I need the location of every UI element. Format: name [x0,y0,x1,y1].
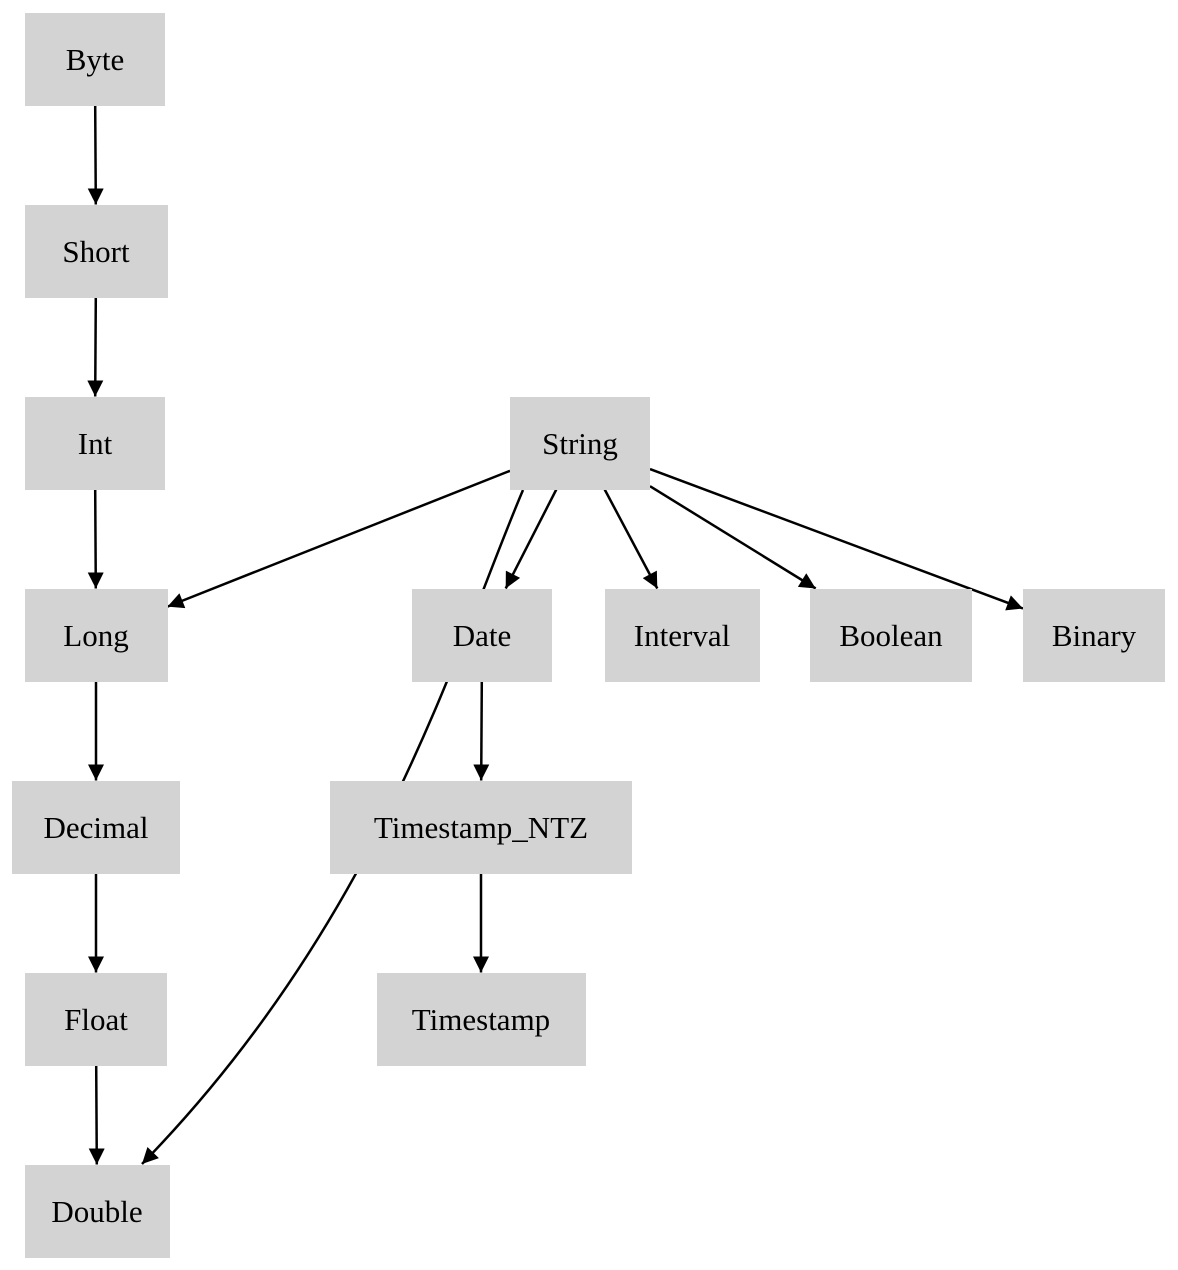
node-float: Float [25,972,167,1066]
edge-short-to-int [87,297,104,397]
edge-float-to-double [88,1065,105,1165]
node-timestamp: Timestamp [376,972,586,1066]
edge-string-to-interval [603,488,659,590]
node-long: Long [24,588,168,682]
edge-int-to-long [87,489,104,589]
node-string: String [510,396,650,490]
node-binary: Binary [1023,588,1165,682]
edge-string-to-boolean [649,485,817,590]
node-interval: Interval [604,588,760,682]
node-date: Date [412,588,552,682]
node-double: Double [24,1164,170,1258]
edge-string-to-date [504,488,558,590]
edge-string-to-binary [649,467,1024,611]
node-boolean: Boolean [810,588,972,682]
node-short: Short [24,204,168,298]
node-byte: Byte [25,12,165,106]
node-int: Int [25,396,165,490]
edge-string-to-long [167,469,511,609]
edge-byte-to-short [87,105,104,205]
node-timestamp_ntz: Timestamp_NTZ [330,780,632,874]
node-decimal: Decimal [12,780,180,874]
edge-date-to-timestamp_ntz [473,681,490,781]
